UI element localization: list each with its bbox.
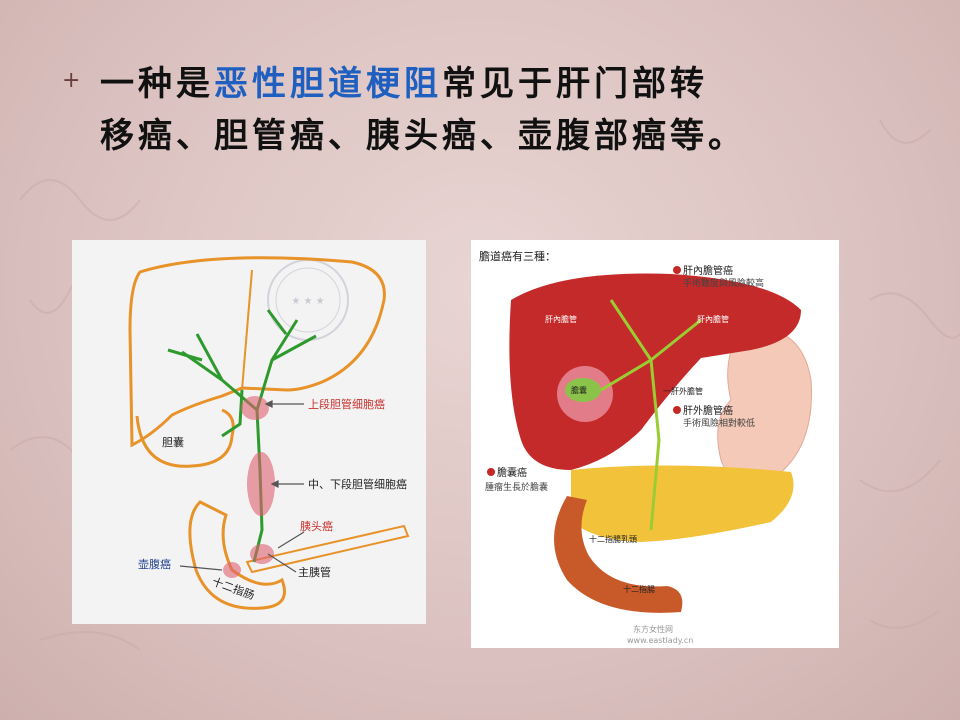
text-line2: 移癌、胆管癌、胰头癌、壶腹部癌等。 (100, 116, 746, 156)
watermark-line2: www.eastlady.cn (627, 636, 693, 645)
label-item2-sub: 手術風險相對較低 (683, 417, 755, 429)
watermark-line1: 东方女性网 (633, 624, 673, 634)
gallbladder-shape (565, 378, 601, 402)
text-line1-post: 常见于肝门部转 (442, 64, 708, 104)
bullet-point: + 一种是恶性胆道梗阻常见于肝门部转 移癌、胆管癌、胰头癌、壶腹部癌等。 (62, 58, 822, 162)
label-item3-sub: 腫瘤生長於膽囊 (485, 481, 548, 493)
text-line1-pre: 一种是 (100, 64, 214, 104)
plus-bullet-icon: + (62, 68, 81, 93)
gallbladder-outline (135, 408, 235, 468)
label-gallbladder-right: 膽囊 (571, 385, 587, 395)
label-pancreas-head-tumor: 胰头癌 (300, 519, 333, 533)
duodenum-shape (554, 496, 683, 613)
label-common-hepatic: 一肝外膽管 (663, 386, 703, 396)
bile-duct-tree-right (600, 299, 702, 531)
biliary-diagram-right: 膽道癌有三種： 肝內膽管癌 手術難度與風險較高 肝內膽管 肝內膽管 膽囊 一肝外… (471, 240, 839, 648)
label-papilla: 十二指腸乳頭 (589, 534, 637, 544)
label-gallbladder: 胆囊 (162, 435, 184, 449)
label-ampulla-tumor: 壶腹癌 (138, 557, 171, 571)
label-liver-duct-right: 肝內膽管 (697, 314, 729, 324)
pancreas-shape (571, 465, 794, 542)
label-mid-tumor: 中、下段胆管细胞癌 (308, 477, 407, 491)
label-item3-title: 膽囊癌 (497, 466, 527, 479)
ampulla-tumor-marker (223, 562, 241, 578)
upper-tumor-marker (241, 396, 269, 420)
right-title: 膽道癌有三種： (479, 249, 556, 263)
label-item1-title: 肝內膽管癌 (683, 264, 733, 277)
svg-text:★ ★ ★: ★ ★ ★ (291, 296, 324, 307)
bullet-text: 一种是恶性胆道梗阻常见于肝门部转 移癌、胆管癌、胰头癌、壶腹部癌等。 (100, 58, 822, 162)
label-item2-title: 肝外膽管癌 (683, 404, 733, 417)
mid-tumor-marker (247, 452, 275, 516)
label-upper-tumor: 上段胆管细胞癌 (308, 397, 385, 411)
label-main-duct: 主胰管 (298, 565, 331, 579)
main-pancreatic-duct (245, 524, 410, 574)
text-highlight: 恶性胆道梗阻 (214, 64, 442, 104)
biliary-diagram-left: ★ ★ ★ (72, 240, 426, 624)
label-item1-sub: 手術難度與風險較高 (683, 277, 764, 289)
label-liver-duct-left: 肝內膽管 (545, 314, 577, 324)
pancreas-head-tumor-marker (250, 544, 274, 564)
label-duodenum-right: 十二指腸 (623, 584, 655, 594)
